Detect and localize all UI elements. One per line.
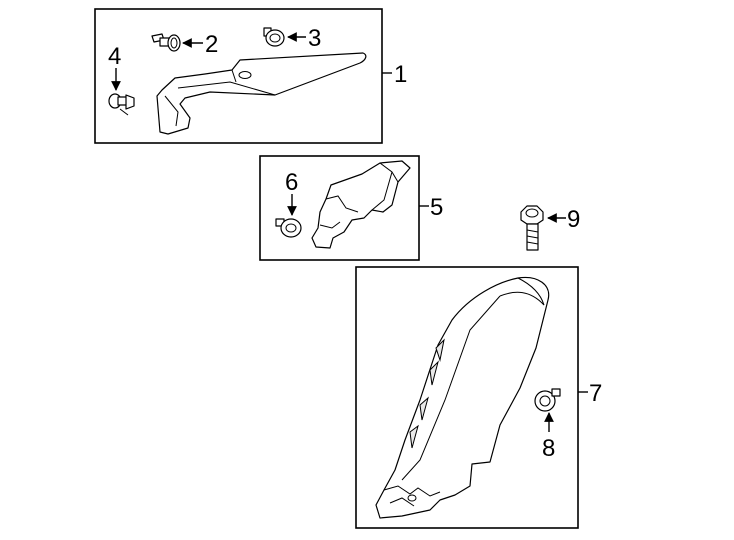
callout-5: 5	[430, 194, 443, 221]
callout-1: 1	[394, 61, 407, 88]
group-box-5	[259, 155, 420, 261]
clip-part-3	[263, 27, 285, 47]
callout-2: 2	[205, 31, 218, 58]
clip-part-2	[151, 33, 181, 52]
group-box-1	[94, 8, 383, 144]
callout-8: 8	[542, 435, 555, 462]
callout-3: 3	[308, 25, 321, 52]
callout-7: 7	[589, 380, 602, 407]
trim-bracket-part-5	[311, 160, 411, 249]
pillar-trim-lower	[375, 276, 550, 519]
pillar-trim-upper	[156, 52, 367, 135]
clip-part-6	[275, 218, 302, 238]
group-box-7	[355, 266, 579, 529]
clip-part-8	[534, 388, 561, 412]
clip-part-4	[108, 93, 135, 116]
callout-9: 9	[567, 206, 580, 233]
callout-4: 4	[108, 43, 121, 70]
bolt-part-9	[520, 205, 544, 251]
callout-6: 6	[285, 169, 298, 196]
